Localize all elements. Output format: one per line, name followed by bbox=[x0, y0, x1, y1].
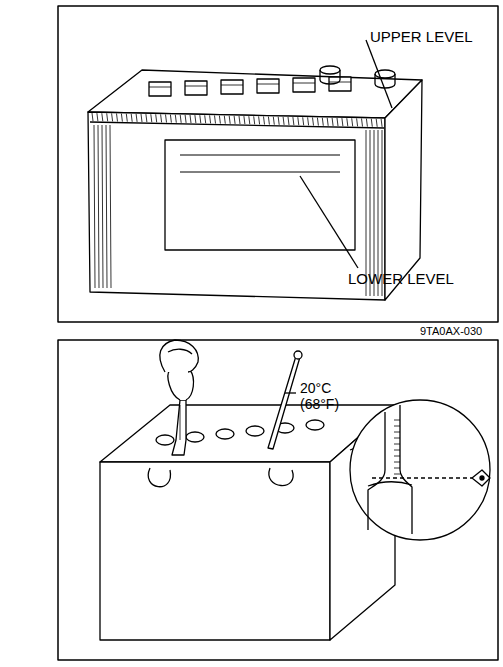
leader-line bbox=[300, 176, 358, 268]
level-label: UPPER LEVEL bbox=[370, 28, 473, 45]
leader-line bbox=[366, 40, 392, 108]
meniscus-inset bbox=[350, 400, 490, 540]
panel-frame bbox=[58, 6, 498, 322]
hand bbox=[160, 340, 198, 372]
battery-hydrometer-test bbox=[100, 340, 395, 640]
battery-top-view bbox=[88, 66, 422, 300]
leader-line bbox=[285, 392, 296, 393]
panel-frame bbox=[58, 340, 498, 660]
level-label: LOWER LEVEL bbox=[348, 270, 454, 287]
temperature-label: 20°C (68°F) bbox=[300, 380, 360, 412]
thermometer bbox=[268, 356, 300, 449]
figure-code: 9TA0AX-030 bbox=[420, 325, 482, 338]
